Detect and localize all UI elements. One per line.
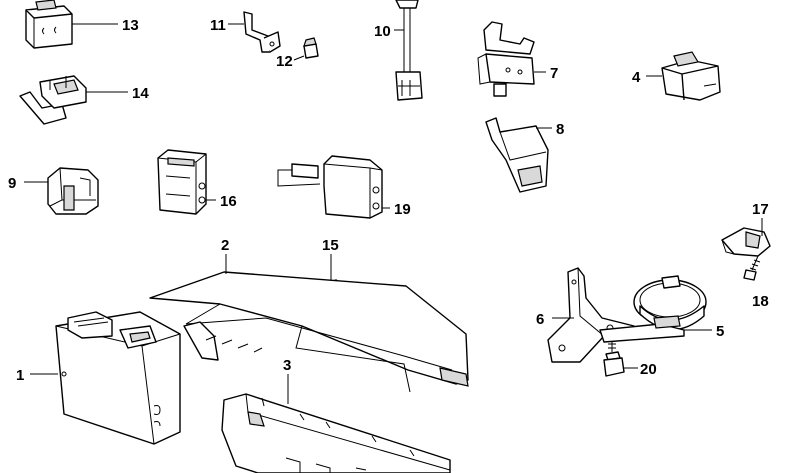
callout-20: 20 xyxy=(640,361,657,378)
callout-13: 13 xyxy=(122,17,139,34)
part-8-holder[interactable] xyxy=(485,117,549,193)
part-12-clip[interactable] xyxy=(303,37,319,59)
part-18-screw[interactable] xyxy=(743,255,761,281)
part-13-relay[interactable] xyxy=(25,0,73,49)
part-5-horn[interactable] xyxy=(599,275,707,343)
part-19-connector[interactable] xyxy=(277,155,383,219)
callout-1: 1 xyxy=(16,367,24,384)
callout-16: 16 xyxy=(220,193,237,210)
callout-17: 17 xyxy=(752,201,769,218)
part-7-relay[interactable] xyxy=(477,21,535,97)
callout-7: 7 xyxy=(550,65,558,82)
callout-11: 11 xyxy=(210,17,226,34)
part-6-bracket[interactable] xyxy=(547,267,641,363)
part-20-bolt[interactable] xyxy=(603,342,625,377)
callout-6: 6 xyxy=(536,311,544,328)
callout-4: 4 xyxy=(632,69,641,86)
callout-18: 18 xyxy=(752,293,769,310)
callout-12: 12 xyxy=(276,53,293,70)
part-3-rail[interactable] xyxy=(221,393,451,473)
callout-14: 14 xyxy=(132,85,149,102)
part-11-bracket[interactable] xyxy=(243,11,281,53)
part-4-relay[interactable] xyxy=(661,51,721,101)
callout-15: 15 xyxy=(322,237,339,254)
callout-3: 3 xyxy=(283,357,291,374)
part-10-harness[interactable] xyxy=(395,0,423,101)
part-1-control-unit[interactable] xyxy=(55,311,181,445)
callout-10: 10 xyxy=(374,23,391,40)
part-2-cover-plate[interactable] xyxy=(149,271,469,393)
part-14-holder[interactable] xyxy=(19,75,87,125)
part-17-clip[interactable] xyxy=(721,227,771,257)
callout-8: 8 xyxy=(556,121,564,138)
callout-5: 5 xyxy=(716,323,724,340)
part-9-connector[interactable] xyxy=(47,167,99,215)
callout-19: 19 xyxy=(394,201,411,218)
callout-2: 2 xyxy=(221,237,229,254)
callout-9: 9 xyxy=(8,175,16,192)
part-16-connector[interactable] xyxy=(157,149,207,215)
